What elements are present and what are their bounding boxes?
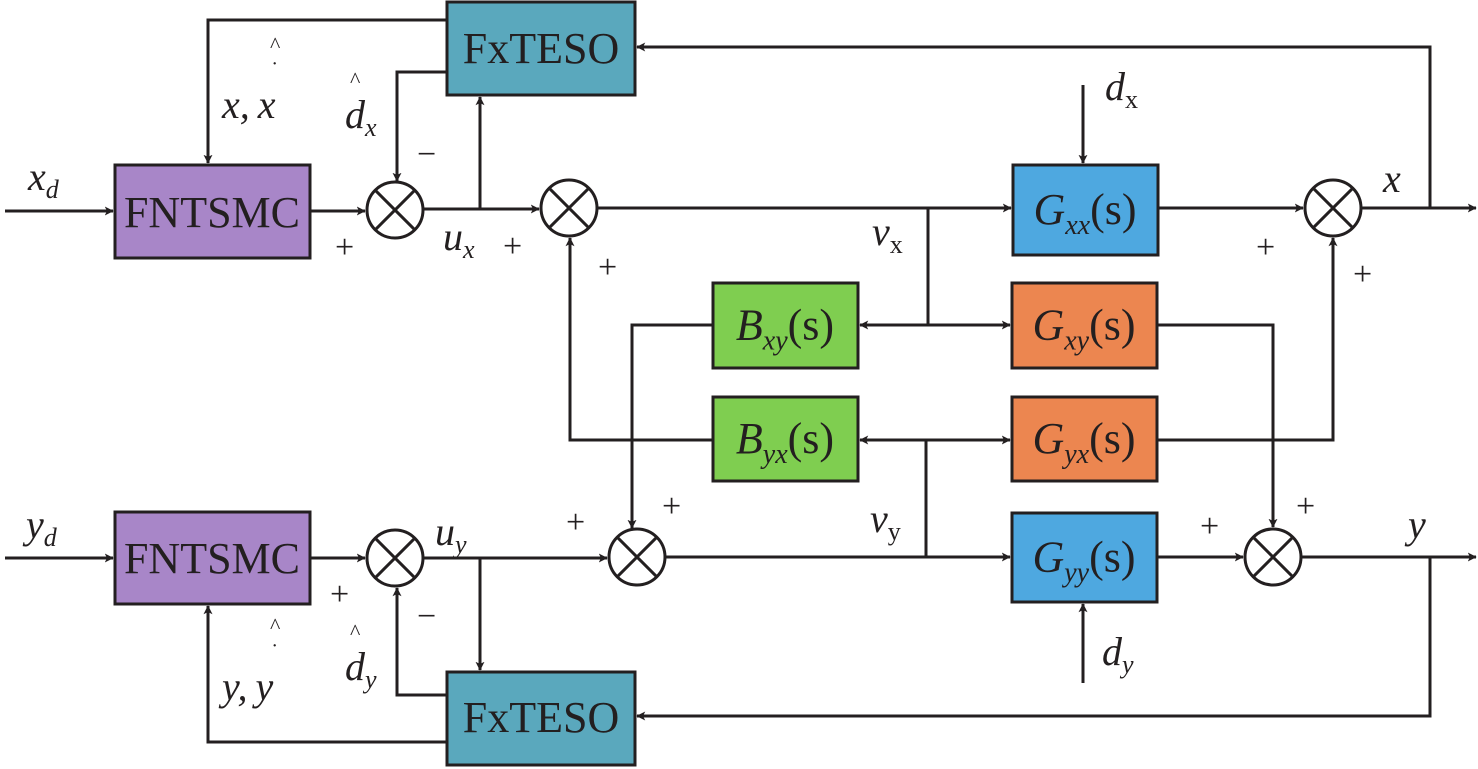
minus-sign: − [417,136,436,173]
block-label: Gxy(s) [1032,301,1135,357]
fntsmc-top-block: FNTSMC [113,163,312,260]
block-label: Byx(s) [736,414,834,470]
block-label: FNTSMC [124,188,300,237]
block-label: FxTESO [463,24,619,73]
fxteso-top-block: FxTESO [445,0,637,97]
hat-accent: ^ [270,613,281,638]
block-label: Gyy(s) [1032,533,1135,589]
plus-sign: + [1256,229,1275,266]
summing-junction [607,527,667,587]
label-x-output: x [1382,156,1401,201]
label-dx-hat: dx [345,92,377,142]
hat-accent: ^ [350,619,361,644]
label-vx: vx [872,209,903,259]
label-yd: yd [22,502,58,552]
label-dy-hat: dy [345,644,377,694]
hat-accent: ^ [350,67,361,92]
gyy-block: Gyy(s) [1010,511,1159,604]
summing-junction [365,180,425,240]
label-y-output: y [1404,502,1426,547]
block-label: FNTSMC [124,534,300,583]
plus-sign: + [566,504,585,541]
label-vy: vy [870,496,901,546]
fntsmc-bottom-block: FNTSMC [113,510,312,606]
label-uy: uy [435,509,467,559]
summing-junction [365,528,425,588]
minus-sign: − [417,598,436,635]
block-label: Gxx(s) [1033,185,1136,241]
plus-sign: + [1200,508,1219,545]
label-dy: dy [1102,629,1134,679]
label-y-estimate: y,y [218,664,274,709]
block-label: Gyx(s) [1032,414,1135,470]
hat-accent: ^ [270,32,281,57]
dot-accent: ˙ [271,57,278,82]
gxy-block: Gxy(s) [1010,281,1159,370]
plus-sign: + [330,576,349,613]
summing-junction [1243,527,1303,587]
label-ux: ux [443,214,475,264]
block-label: Bxy(s) [736,301,834,357]
gxx-block: Gxx(s) [1011,163,1160,257]
label-x-estimate: x,x [221,82,276,127]
plus-sign: + [335,229,354,266]
plus-sign: + [662,488,681,525]
plus-sign: + [1296,488,1315,525]
junction-signs: + + + + + + + + + + − − [330,136,1372,635]
plus-sign: + [503,228,522,265]
bxy-block: Bxy(s) [711,281,860,370]
label-xd: xd [27,154,60,204]
byx-block: Byx(s) [711,395,860,483]
plus-sign: + [1353,256,1372,293]
block-label: FxTESO [463,693,619,742]
plus-sign: + [598,249,617,286]
summing-junction [1303,178,1363,238]
signal-labels: xd yd x,x ˙ ^ y,y ˙ ^ dx ^ dy ^ ux uy vx… [22,32,1426,709]
fxteso-bottom-block: FxTESO [445,670,637,767]
dot-accent: ˙ [271,639,278,664]
signal-wires [5,18,1477,744]
label-dx: dx [1105,64,1138,114]
gyx-block: Gyx(s) [1010,395,1159,483]
summing-junction [539,178,599,238]
